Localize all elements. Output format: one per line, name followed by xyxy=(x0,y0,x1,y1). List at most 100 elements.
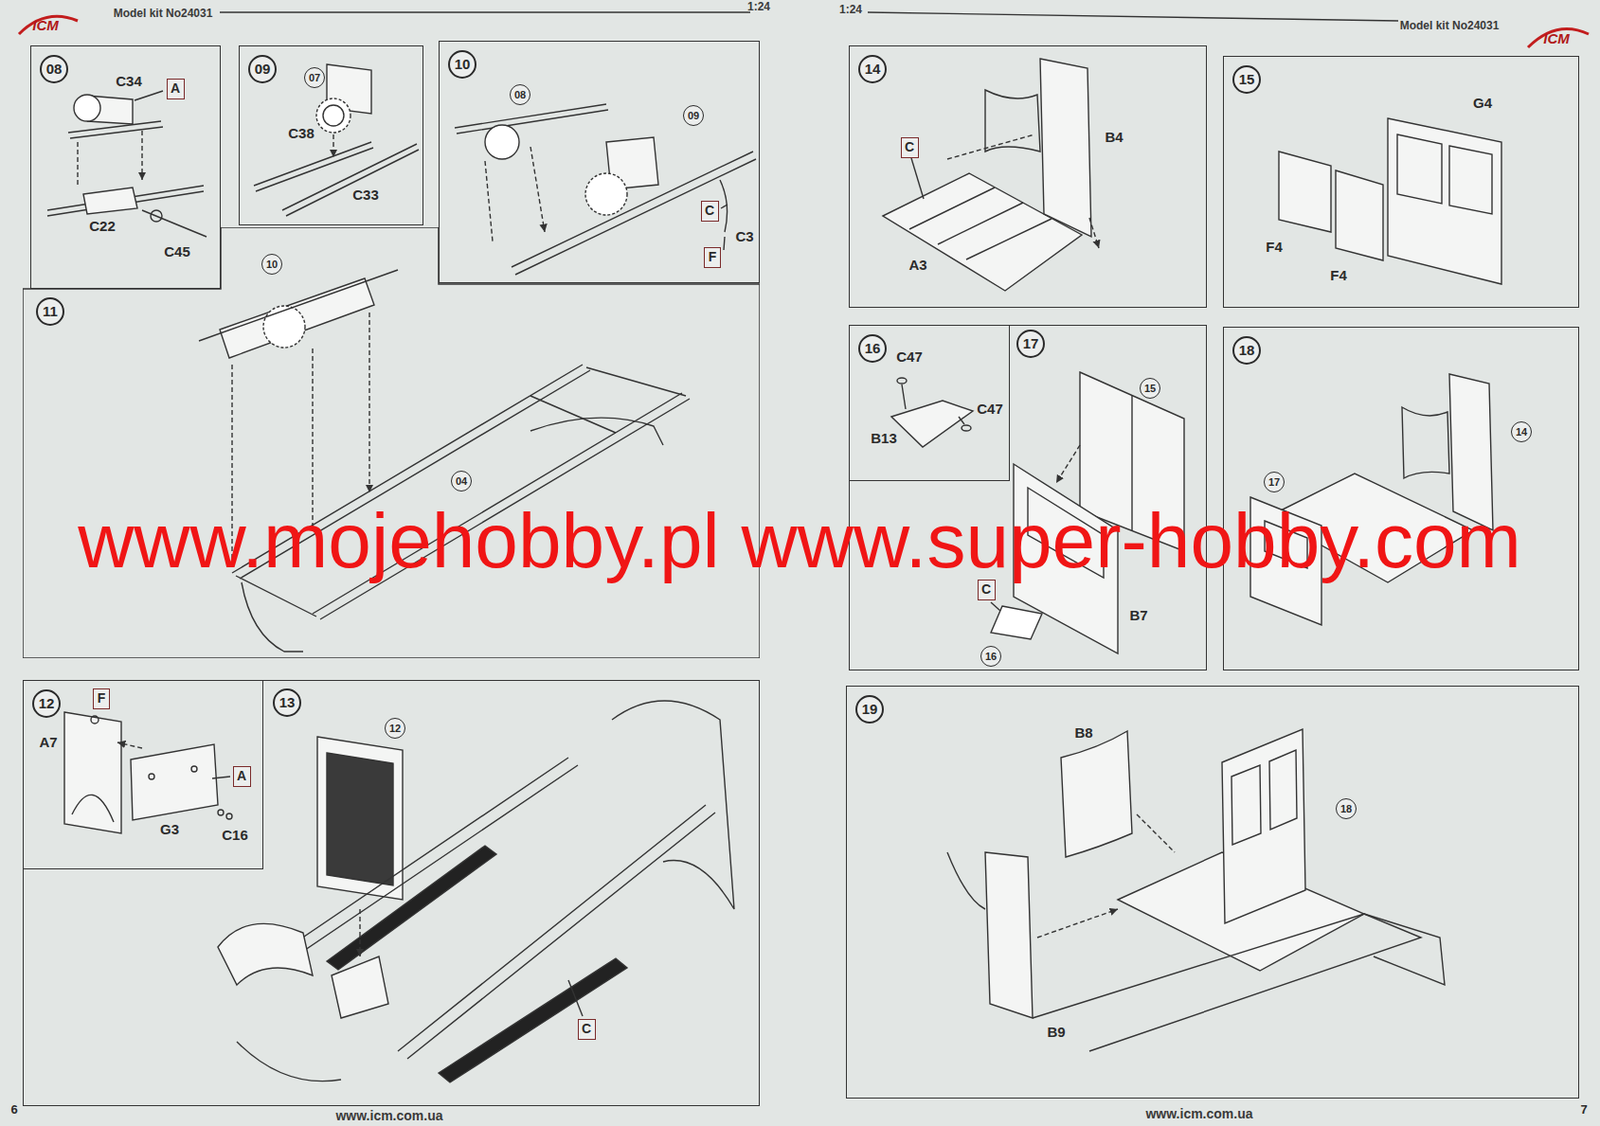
line-art xyxy=(990,606,1043,640)
part-number: G3 xyxy=(160,822,180,839)
part-letter: C xyxy=(981,582,991,597)
part-number: C16 xyxy=(221,827,249,845)
line-art xyxy=(1335,170,1384,261)
line-art xyxy=(18,12,1589,1083)
line-art xyxy=(359,909,360,957)
part-number: F4 xyxy=(1330,268,1348,285)
callout-number: 07 xyxy=(308,71,321,84)
line-art xyxy=(241,582,304,652)
line-art xyxy=(274,757,716,1060)
line-art xyxy=(1040,58,1092,237)
step-number: 10 xyxy=(448,50,477,79)
page-number: 7 xyxy=(1580,1103,1587,1117)
callout-number: 09 xyxy=(687,109,700,122)
step-number: 15 xyxy=(1232,65,1261,94)
part-number: B7 xyxy=(1129,608,1148,625)
line-art xyxy=(720,204,728,251)
line-art xyxy=(217,809,224,816)
part-number: A3 xyxy=(908,257,927,274)
line-art xyxy=(1056,445,1080,484)
part-number: C3 xyxy=(735,229,754,246)
line-art xyxy=(142,210,207,237)
line-art xyxy=(485,125,520,160)
step-panel: 100809CF xyxy=(438,40,760,284)
line-art xyxy=(530,417,664,446)
callout-circle: 17 xyxy=(1263,471,1285,493)
line-art xyxy=(117,742,143,749)
line-art xyxy=(150,210,162,222)
header-text: Model kit No24031 xyxy=(1400,19,1500,33)
line-art xyxy=(909,187,1052,260)
line-art xyxy=(219,11,751,13)
part-letter: F xyxy=(708,250,718,265)
step-panel: 171516C xyxy=(848,324,1207,671)
part-letter-box: C xyxy=(577,1019,596,1041)
line-art xyxy=(212,776,231,779)
callout-circle: 14 xyxy=(1510,421,1532,443)
step-number: 12 xyxy=(32,689,61,719)
callout-circle: 04 xyxy=(450,470,472,492)
part-number: B13 xyxy=(870,431,898,448)
callout-number: 14 xyxy=(1515,426,1528,438)
line-art xyxy=(64,712,122,834)
line-art xyxy=(316,98,351,133)
part-letter: A xyxy=(170,81,180,96)
line-art xyxy=(585,173,628,216)
brand-logo: ICM xyxy=(1543,31,1570,48)
part-letter: C xyxy=(581,1022,592,1037)
line-art xyxy=(947,852,986,910)
line-art xyxy=(263,305,306,348)
line-art xyxy=(897,377,907,384)
line-art xyxy=(1397,134,1493,215)
callout-number: 04 xyxy=(455,475,468,487)
url-text: www.icm.com.ua xyxy=(1145,1107,1253,1122)
header-text: Model kit No24031 xyxy=(113,7,214,20)
step-number: 13 xyxy=(272,688,302,718)
line-art xyxy=(947,134,1099,249)
line-art xyxy=(332,134,334,158)
line-art xyxy=(217,923,313,986)
panel-outline xyxy=(22,227,760,659)
step-number: 17 xyxy=(1016,329,1045,359)
part-letter-box: A xyxy=(233,766,252,788)
line-art xyxy=(1060,731,1133,858)
callout-circle: 10 xyxy=(261,253,283,275)
callout-circle: 18 xyxy=(1335,798,1357,820)
line-art xyxy=(47,185,204,216)
line-art xyxy=(191,766,198,773)
part-letter: C xyxy=(704,203,715,218)
line-art xyxy=(253,142,374,192)
part-letter: A xyxy=(236,769,247,784)
step-panel: 09 07 xyxy=(238,45,424,226)
step-number: 09 xyxy=(248,54,277,84)
callout-circle: 09 xyxy=(683,105,704,126)
step-panel: 15 xyxy=(1222,55,1580,308)
part-number: C22 xyxy=(89,218,116,235)
line-art xyxy=(611,701,735,910)
line-art xyxy=(1032,914,1421,1052)
step-panel: 14C xyxy=(848,45,1207,308)
callout-number: 16 xyxy=(985,650,997,663)
line-art xyxy=(1222,729,1306,924)
page-number: 6 xyxy=(10,1103,18,1117)
callout-number: 12 xyxy=(389,722,401,735)
line-art xyxy=(130,744,218,821)
part-number: A7 xyxy=(38,735,57,752)
step-number: 08 xyxy=(39,54,69,84)
line-art xyxy=(323,105,344,126)
step-number: 11 xyxy=(35,297,65,326)
part-number: G4 xyxy=(1473,95,1493,112)
line-art xyxy=(985,89,1041,152)
callout-circle: 15 xyxy=(1139,377,1161,399)
part-number: C33 xyxy=(352,187,379,204)
watermark: www.mojehobby.pl www.super-hobby.com xyxy=(77,502,1522,580)
part-letter-box: C xyxy=(701,200,720,222)
step-number: 14 xyxy=(858,54,887,84)
step-panel: 13 12C xyxy=(22,680,760,1107)
line-art xyxy=(73,94,101,122)
step-number: 16 xyxy=(858,334,887,363)
line-art xyxy=(134,90,163,101)
line-art xyxy=(326,753,394,886)
callout-circle: 12 xyxy=(384,718,406,739)
